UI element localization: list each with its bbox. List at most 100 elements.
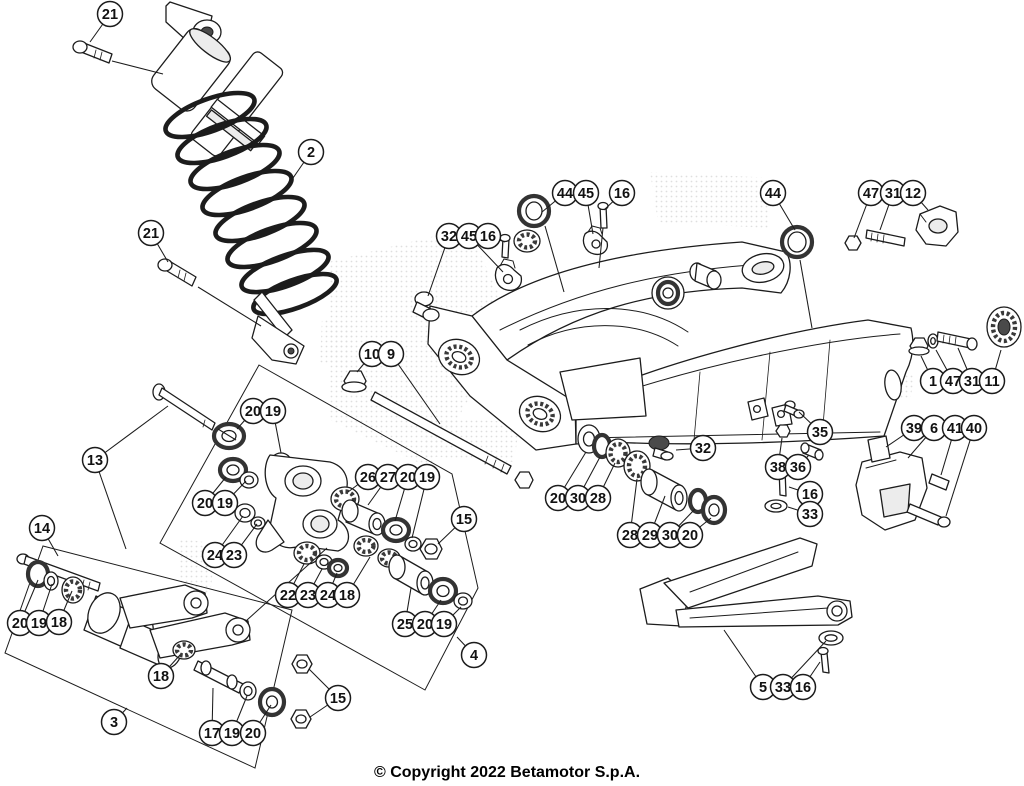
callout-number: 11 <box>984 374 999 390</box>
callout-circle <box>784 453 812 481</box>
leader-line-13 <box>94 405 169 461</box>
callout-circle <box>978 367 1006 395</box>
callout-14: 14 <box>28 514 56 542</box>
callout-circle <box>211 489 239 517</box>
callout-circle <box>259 397 287 425</box>
callout-25: 25 <box>391 610 419 638</box>
callout-3: 3 <box>100 708 128 736</box>
callout-16: 16 <box>474 222 502 250</box>
callout-circle <box>572 179 600 207</box>
bushing-on-spar <box>689 262 722 290</box>
callout-23: 23 <box>220 541 248 569</box>
callout-31: 31 <box>879 179 907 207</box>
callout-number: 29 <box>642 528 658 544</box>
callout-19: 19 <box>218 719 246 747</box>
callout-number: 16 <box>795 680 811 696</box>
callout-32: 32 <box>689 434 717 462</box>
callout-20: 20 <box>239 397 267 425</box>
callout-number: 20 <box>245 726 261 742</box>
callout-number: 18 <box>153 669 169 685</box>
callout-number: 44 <box>765 186 781 202</box>
callout-circle <box>460 641 488 669</box>
callout-45: 45 <box>572 179 600 207</box>
callout-circle <box>806 418 834 446</box>
callout-number: 20 <box>417 617 433 633</box>
callout-number: 2 <box>307 145 315 161</box>
callout-circle <box>147 662 175 690</box>
callout-circle <box>759 179 787 207</box>
callout-20: 20 <box>394 463 422 491</box>
callout-18: 18 <box>45 608 73 636</box>
callout-circle <box>796 500 824 528</box>
callout-number: 12 <box>905 186 921 202</box>
callout-number: 36 <box>790 460 806 476</box>
callout-number: 6 <box>930 421 938 437</box>
assembly-line <box>544 225 565 293</box>
shock-absorber-drawing <box>151 1 339 365</box>
callout-number: 17 <box>204 726 220 742</box>
callout-number: 19 <box>265 404 281 420</box>
callout-number: 15 <box>330 691 346 707</box>
callout-circle <box>239 719 267 747</box>
callout-circle <box>689 434 717 462</box>
pivot-shaft-drawings <box>152 370 534 489</box>
callout-circle <box>960 414 988 442</box>
callout-number: 19 <box>419 470 435 486</box>
callout-circle <box>96 0 124 28</box>
callout-19: 19 <box>430 610 458 638</box>
callout-31: 31 <box>958 367 986 395</box>
callout-16: 16 <box>608 179 636 207</box>
callout-circle <box>676 521 704 549</box>
callout-number: 3 <box>110 715 118 731</box>
callout-circle <box>789 673 817 701</box>
callout-33: 33 <box>796 500 824 528</box>
callout-circle <box>333 581 361 609</box>
callout-circle <box>45 608 73 636</box>
callout-4: 4 <box>460 641 488 669</box>
callout-18: 18 <box>333 581 361 609</box>
callout-circle <box>608 179 636 207</box>
callout-circle <box>324 684 352 712</box>
callout-16: 16 <box>796 480 824 508</box>
callout-36: 36 <box>784 453 812 481</box>
callout-number: 47 <box>945 374 961 390</box>
callout-number: 16 <box>802 487 818 503</box>
callout-number: 27 <box>380 470 396 486</box>
callout-number: 41 <box>947 421 963 437</box>
callout-number: 31 <box>885 186 901 202</box>
assembly-line <box>111 60 164 75</box>
linkage-arms-drawings <box>16 553 313 729</box>
callout-number: 26 <box>360 470 376 486</box>
callout-circle <box>413 463 441 491</box>
callout-44: 44 <box>759 179 787 207</box>
callout-number: 31 <box>964 374 980 390</box>
callout-number: 32 <box>695 441 711 457</box>
callout-16: 16 <box>789 673 817 701</box>
callout-29: 29 <box>636 521 664 549</box>
callout-number: 20 <box>12 616 28 632</box>
callout-13: 13 <box>81 446 109 474</box>
shock-bolt-drawings <box>72 40 197 287</box>
callout-2: 2 <box>297 138 325 166</box>
callout-circle <box>28 514 56 542</box>
callout-number: 32 <box>441 229 457 245</box>
callout-number: 9 <box>387 347 395 363</box>
callout-circle <box>474 222 502 250</box>
callout-21: 21 <box>137 219 165 247</box>
assembly-line <box>197 286 262 327</box>
callout-30: 30 <box>564 484 592 512</box>
callout-26: 26 <box>354 463 382 491</box>
callout-number: 4 <box>470 648 478 664</box>
callout-28: 28 <box>616 521 644 549</box>
callout-number: 38 <box>770 460 786 476</box>
callout-9: 9 <box>377 340 405 368</box>
callout-circle <box>899 179 927 207</box>
callout-20: 20 <box>6 609 34 637</box>
callout-number: 20 <box>550 491 566 507</box>
copyright-text: © Copyright 2022 Betamotor S.p.A. <box>374 764 640 781</box>
callout-number: 20 <box>682 528 698 544</box>
callout-number: 22 <box>280 588 296 604</box>
callout-15: 15 <box>450 505 478 533</box>
callout-number: 33 <box>775 680 791 696</box>
